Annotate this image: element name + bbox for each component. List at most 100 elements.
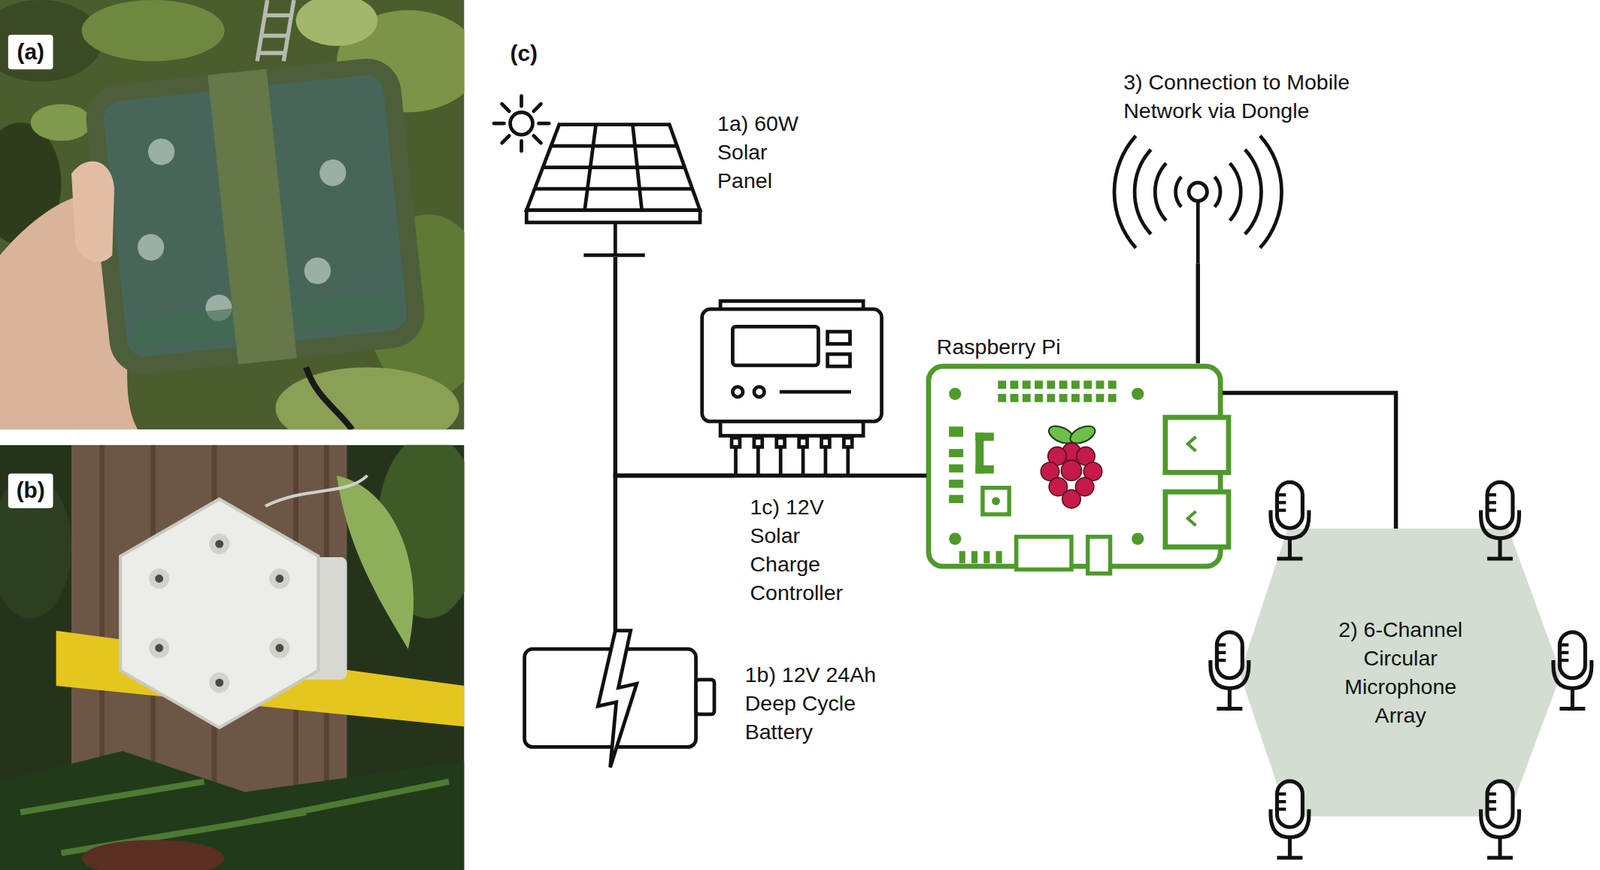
raspberry-pi-board-part-part [971,551,978,564]
photo-a-part-part [82,54,428,378]
battery-icon [524,630,715,768]
photo-a-part-part [318,157,348,188]
raspberry-pi-board-part-part [1046,393,1055,403]
raspberry-pi-board-part-part [1096,380,1105,389]
raspberry-pi-board-part-part [997,393,1007,403]
raspberry-pi-board-part-part [1059,393,1068,403]
photo-b-part [120,499,319,728]
sun-symbol-part [510,112,534,135]
raspberry-pi-board-part-part [1108,380,1117,389]
panel-letter: (c) [510,39,538,70]
photo-b-part [275,574,284,583]
photo-b-part [81,839,225,870]
charge-controller-icon-part [827,331,851,344]
raspberry-pi-board-part-part [1010,393,1019,403]
raspberry-pi-board-part-part [975,432,994,441]
microphone-array: 2) 6-Channel Circular Microphone Array [1239,528,1561,817]
raspberry-pi-board-part-part [948,426,964,437]
wire [1222,392,1397,528]
raspberry-pi-board-part-part [1108,393,1117,403]
raspberry-pi-board-part-part [996,551,1003,564]
panel-letter: (a) [8,36,54,68]
antenna-icon [1114,136,1282,264]
raspberry-pi-board-part-part [959,551,966,564]
charge-controller-icon [702,300,882,476]
antenna-icon-part [1114,136,1182,249]
raspberry-pi-board-part [1165,491,1229,547]
photo-a-part [306,367,352,431]
raspberry-pi: Raspberry Pi [926,363,1223,569]
charge-controller-icon-part [799,437,808,447]
antenna-icon-part [1196,200,1200,264]
charge-controller-icon-part [732,326,819,366]
photo-a-part-part [207,69,297,365]
photo-a-part-part [136,232,166,262]
photo-b-part [215,678,224,687]
node-label: 2) 6-Channel Circular Microphone Array [1329,615,1473,730]
microphone-array-shape [1239,528,1561,817]
raspberry-pi-board-part-part [1034,380,1043,389]
microphone-array-shape-part [1239,528,1561,817]
charge-controller-icon-part [754,386,765,397]
raspberry-logo-part-part [1060,460,1082,481]
solar-panel: 1a) 60W Solar Panel [489,91,704,258]
sun-symbol-part [493,96,549,152]
wire [1196,263,1200,364]
mobile-antenna: 3) Connection to Mobile Network via Dong… [1112,120,1284,264]
raspberry-pi-board-part [1187,436,1197,452]
antenna-icon-part [1214,136,1282,249]
wire [615,257,736,476]
raspberry-pi-board-part-part [1131,387,1144,400]
photo-a-part [257,0,294,61]
solar-panel-icon-part [526,210,700,223]
photo-b-part [0,751,464,870]
photo-a [0,0,490,449]
photo-a-part [82,54,428,378]
raspberry-pi-board-part-part [975,465,994,474]
antenna-icon-part [1188,182,1207,201]
photo-b-part [269,637,290,658]
charge-controller-icon-part [754,437,763,447]
node-label: 1b) 12V 24Ah Deep Cycle Battery [745,660,894,746]
raspberry-logo-part [1040,442,1102,509]
raspberry-pi-board [928,366,1229,573]
raspberry-pi-board-part-part [948,479,964,488]
microphone-array-shape-part [1210,632,1249,710]
node-label: 1c) 12V Solar Charge Controller [749,492,857,607]
microphone-array-shape-part [1481,781,1520,858]
photo-a-part-part [146,136,176,167]
charge-controller-icon-part [732,386,743,397]
charge-controller-icon-part [720,421,864,436]
charge-controller-icon-part [843,437,852,447]
photo-a-part [296,0,379,46]
photo-b-part [148,568,170,589]
raspberry-pi-board-part-part [1083,393,1092,403]
photo-b-part [336,475,414,649]
raspberry-pi-board-part-part [997,380,1007,389]
raspberry-pi-board-part [1187,511,1197,526]
raspberry-pi-board-part-part [983,551,990,564]
battery: 1b) 12V 24Ah Deep Cycle Battery [522,630,717,771]
raspberry-pi-board-part-part [1059,380,1068,389]
photo-b-part [154,574,164,583]
raspberry-pi-board-part [1165,417,1229,473]
microphone-array-shape-part [1270,481,1310,559]
raspberry-pi-board-part-part [1046,380,1055,389]
raspberry-pi-board-part-part [948,448,964,458]
charge-controller: 1c) 12V Solar Charge Controller [700,297,882,476]
raspberry-pi-board-part [982,487,1010,515]
raspberry-pi-board-part-part [1131,532,1144,545]
photo-b-part [265,475,368,507]
charge-controller-icon-part [779,390,852,394]
raspberry-pi-board-part-part [1071,393,1080,403]
raspberry-pi-board-part-part [948,532,961,545]
photo-a-part [275,367,459,450]
raspberry-pi-board-part-part [1034,393,1043,403]
photo-b-part [215,539,224,549]
photo-b-part [154,643,164,652]
panel-letter: (b) [8,475,54,507]
charge-controller-icon-part [821,437,830,447]
raspberry-pi-board-part [1016,536,1072,570]
charge-controller-icon-part [827,354,851,367]
